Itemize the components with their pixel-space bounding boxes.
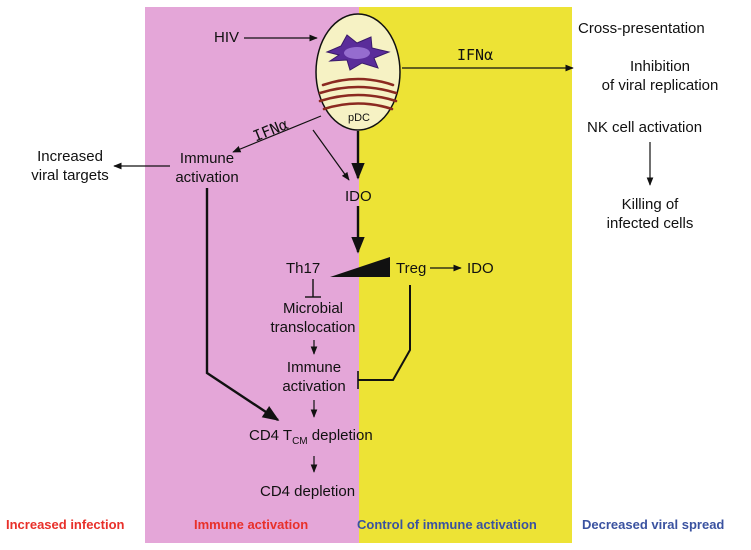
cd4-tcm-subscript: CM — [292, 436, 308, 447]
hiv-label: HIV — [214, 29, 240, 46]
pdc-label: pDC — [348, 112, 371, 124]
th17-label: Th17 — [286, 260, 321, 277]
cd4-tcm-suffix: depletion — [307, 427, 373, 444]
immune-activation-mid-label: Immune activation — [282, 359, 346, 395]
ido-right-label: IDO — [467, 260, 494, 277]
pdc-granules — [318, 77, 398, 111]
cd4-tcm-prefix: CD4 T — [249, 427, 293, 444]
th17-treg-wedge — [330, 257, 390, 277]
arrow-immune-to-cd4tcm-long — [205, 188, 280, 422]
arrow-pdc-immune — [232, 115, 322, 153]
pdc-cell — [315, 13, 401, 131]
increased-viral-targets-label: Increased viral targets — [31, 148, 109, 184]
arrow-pdc-ido-diag — [312, 129, 350, 181]
microbial-translocation-label: Microbial translocation — [270, 300, 356, 336]
inhibit-treg-immune — [357, 285, 411, 389]
ifna-right-label: IFNα — [457, 46, 494, 64]
cross-presentation-label: Cross-presentation — [578, 20, 705, 37]
footer-control: Control of immune activation — [357, 517, 537, 532]
immune-activation-top-label: Immune activation — [175, 150, 239, 186]
nk-activation-label: NK cell activation — [587, 119, 703, 136]
ido-center-label: IDO — [345, 188, 372, 205]
cd4-tcm-depletion-label: CD4 TCM depletion — [249, 426, 373, 451]
cd4-depletion-label: CD4 depletion — [260, 483, 356, 500]
pdc-cell-body — [315, 13, 401, 131]
footer-decreased-spread: Decreased viral spread — [582, 517, 725, 532]
footer-immune-activation: Immune activation — [194, 517, 309, 532]
treg-label: Treg — [396, 260, 427, 277]
footer-increased-infection: Increased infection — [6, 517, 125, 532]
inhibition-label: Inhibition of viral replication — [601, 58, 719, 94]
killing-label: Killing of infected cells — [606, 196, 694, 232]
inhibit-th17-microbial — [305, 279, 321, 298]
